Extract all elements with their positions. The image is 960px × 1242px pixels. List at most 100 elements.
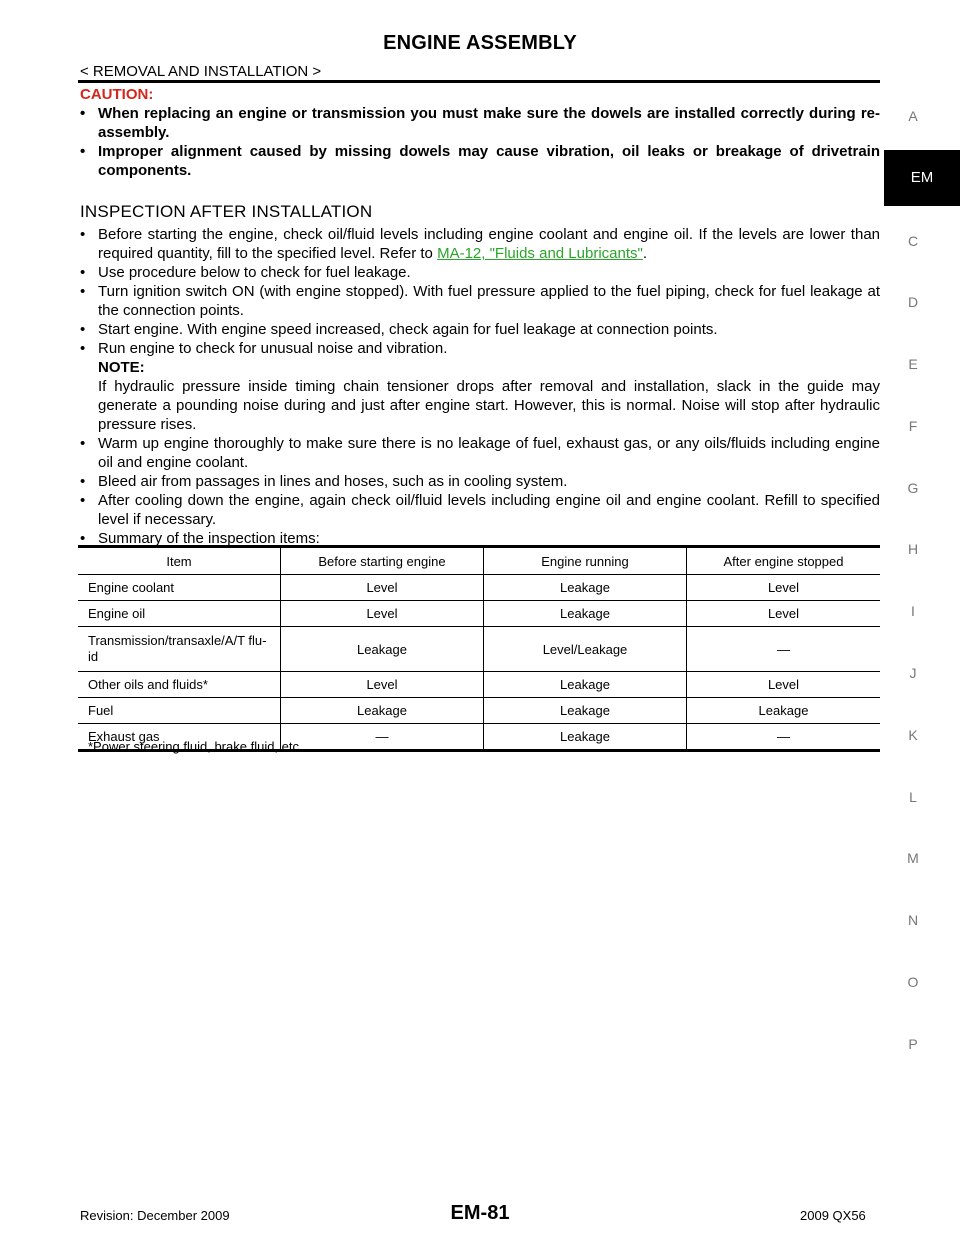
step-text: Summary of the inspection items: <box>98 530 320 547</box>
step-text-end: . <box>642 245 647 262</box>
inspection-step: • Before starting the engine, check oil/f… <box>80 225 880 263</box>
bullet-icon: • <box>80 492 86 509</box>
caution-item: • Improper alignment caused by missing do… <box>80 142 880 180</box>
table-cell: Transmission/transaxle/A/T flu- id <box>78 626 281 672</box>
table-footnote: *Power steering fluid, brake fluid, etc. <box>88 739 303 754</box>
index-tab-j[interactable]: J <box>909 665 917 681</box>
table-row: Engine coolant Level Leakage Level <box>78 574 880 601</box>
inspection-step: • Run engine to check for unusual noise a… <box>80 339 880 358</box>
bullet-icon: • <box>80 321 86 338</box>
table-row: Other oils and fluids* Level Leakage Lev… <box>78 671 880 698</box>
table-row: Fuel Leakage Leakage Leakage <box>78 697 880 724</box>
index-tab-o[interactable]: O <box>907 974 919 990</box>
table-cell: Other oils and fluids* <box>78 671 281 698</box>
index-tab-k[interactable]: K <box>908 727 918 743</box>
step-text: Turn ignition switch ON (with engine sto… <box>98 283 880 319</box>
inspection-step: •Use procedure below to check for fuel l… <box>80 263 880 282</box>
bullet-icon: • <box>80 143 86 160</box>
index-tab-g[interactable]: G <box>907 480 919 496</box>
section-heading: INSPECTION AFTER INSTALLATION <box>80 202 373 221</box>
inspection-steps: • Before starting the engine, check oil/f… <box>80 225 880 358</box>
bullet-icon: • <box>80 264 86 281</box>
table-cell: Level <box>686 574 880 601</box>
fluids-reference-link[interactable]: MA-12, "Fluids and Lubricants" <box>437 245 643 262</box>
index-tab-n[interactable]: N <box>907 912 919 928</box>
bullet-icon: • <box>80 473 86 490</box>
note-text: If hydraulic pressure inside timing chai… <box>98 378 880 433</box>
caution-list: • When replacing an engine or transmissio… <box>80 104 880 180</box>
bullet-icon: • <box>80 283 86 300</box>
inspection-step: • Start engine. With engine speed increas… <box>80 320 880 339</box>
step-text: Before starting the engine, check oil/fl… <box>98 226 880 262</box>
step-text: After cooling down the engine, again che… <box>98 492 880 528</box>
index-tab-a[interactable]: A <box>908 108 918 124</box>
table-cell: Leakage <box>280 626 484 672</box>
inspection-step: • Turn ignition switch ON (with engine st… <box>80 282 880 320</box>
main-content: CAUTION: • When replacing an engine or tr… <box>80 86 880 548</box>
column-header-before-start: Before starting engine <box>280 545 484 575</box>
table-cell: Leakage <box>483 723 687 752</box>
index-tab-m[interactable]: M <box>907 850 919 866</box>
table-cell: Engine oil <box>78 600 281 627</box>
caution-item-text: Improper alignment caused by missing dow… <box>98 143 880 179</box>
table-cell: Leakage <box>483 574 687 601</box>
index-tab-d[interactable]: D <box>907 294 919 310</box>
index-tab-l[interactable]: L <box>909 789 917 805</box>
step-text: Run engine to check for unusual noise an… <box>98 340 448 357</box>
caution-item-text: When replacing an engine or transmission… <box>98 105 880 141</box>
bullet-icon: • <box>80 530 86 547</box>
table-cell: Level <box>280 600 484 627</box>
bullet-icon: • <box>80 105 86 122</box>
bullet-icon: • <box>80 435 86 452</box>
index-tab-em-active[interactable]: EM <box>884 150 960 206</box>
column-header-item: Item <box>78 545 281 575</box>
table-cell: — <box>280 723 484 752</box>
note-label: NOTE: <box>98 359 145 376</box>
inspection-step: • Warm up engine thoroughly to make sure … <box>80 434 880 472</box>
step-text: Bleed air from passages in lines and hos… <box>98 473 568 490</box>
table-cell: Leakage <box>483 697 687 724</box>
table-cell: Level <box>280 671 484 698</box>
step-text: Warm up engine thoroughly to make sure t… <box>98 435 880 471</box>
caution-item: • When replacing an engine or transmissio… <box>80 104 880 142</box>
table-row: Engine oil Level Leakage Level <box>78 600 880 627</box>
vehicle-model: 2009 QX56 <box>800 1208 866 1223</box>
index-tab-f[interactable]: F <box>908 418 918 434</box>
column-header-engine-running: Engine running <box>483 545 687 575</box>
table-row: Transmission/transaxle/A/T flu- id Leaka… <box>78 626 880 672</box>
inspection-steps-continued: • Warm up engine thoroughly to make sure … <box>80 434 880 548</box>
table-cell: Level/Leakage <box>483 626 687 672</box>
inspection-step: • Bleed air from passages in lines and ho… <box>80 472 880 491</box>
table-cell: Level <box>686 600 880 627</box>
index-tab-c[interactable]: C <box>907 233 919 249</box>
table-row: Exhaust gas — Leakage — <box>78 723 880 752</box>
header-divider <box>78 80 880 83</box>
index-tab-h[interactable]: H <box>907 541 919 557</box>
table-cell: Engine coolant <box>78 574 281 601</box>
note-block: NOTE: If hydraulic pressure inside timin… <box>80 358 880 434</box>
section-breadcrumb: < REMOVAL AND INSTALLATION > <box>80 63 322 80</box>
step-text: Start engine. With engine speed increase… <box>98 321 718 338</box>
table-cell: Leakage <box>280 697 484 724</box>
table-cell: Level <box>686 671 880 698</box>
active-tab-label: EM <box>910 169 934 186</box>
column-header-after-stop: After engine stopped <box>686 545 880 575</box>
index-tab-i[interactable]: I <box>911 603 915 619</box>
table-cell: Leakage <box>483 671 687 698</box>
bullet-icon: • <box>80 340 86 357</box>
table-cell: Exhaust gas <box>78 723 281 752</box>
table-header-row: Item Before starting engine Engine runni… <box>78 545 880 575</box>
page-title: ENGINE ASSEMBLY <box>383 32 577 54</box>
page-number: EM-81 <box>450 1202 510 1224</box>
bullet-icon: • <box>80 226 86 243</box>
table-cell: Leakage <box>483 600 687 627</box>
revision-date: Revision: December 2009 <box>80 1208 230 1223</box>
index-tab-e[interactable]: E <box>908 356 918 372</box>
table-cell: Fuel <box>78 697 281 724</box>
index-tab-p[interactable]: P <box>908 1036 918 1052</box>
table-cell: Leakage <box>686 697 880 724</box>
inspection-step: • After cooling down the engine, again ch… <box>80 491 880 529</box>
table-cell: — <box>686 723 880 752</box>
inspection-step: • Summary of the inspection items: <box>80 529 880 548</box>
caution-label: CAUTION: <box>80 86 154 103</box>
